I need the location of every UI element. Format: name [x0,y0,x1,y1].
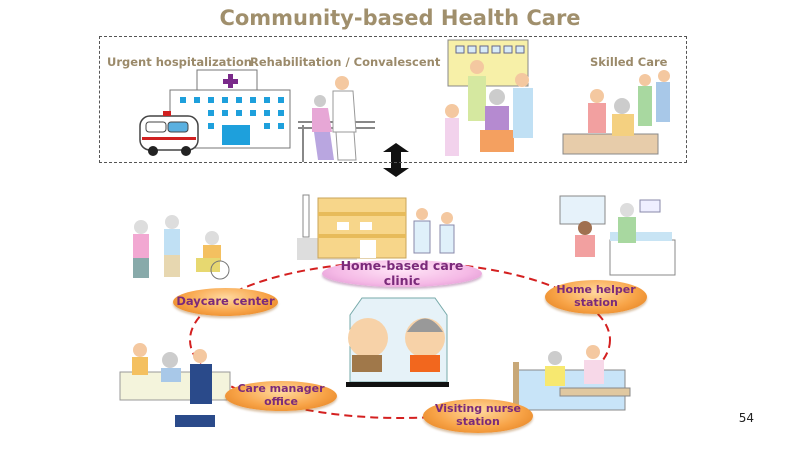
care-manager-visit-icon [119,343,231,427]
page-number: 54 [738,411,754,425]
label-skilled-care: Skilled Care [590,55,668,69]
daycare-center-node: Daycare center [173,288,278,316]
double-arrow-icon [383,143,409,177]
home-based-care-clinic-node: Home-based care clinic [322,258,482,288]
label-rehabilitation: Rehabilitation / Convalescent [250,55,441,69]
visiting-nurse-label-line2: station [456,415,500,428]
home-helper-room-icon [559,195,676,276]
care-facility-icon [445,39,533,156]
daycare-center-label: Daycare center [176,294,275,309]
care-manager-office-node: Care manager office [225,381,337,411]
visiting-nurse-label-line1: Visiting nurse [434,402,522,416]
clinic-building-icon [297,194,455,260]
home-based-care-clinic-label: Home-based care clinic [340,258,464,288]
slide-title: Community-based Health Care [219,6,581,30]
visiting-nurse-icon [513,345,631,417]
elderly-couple-home-icon [346,297,449,387]
visiting-nurse-station-node: Visiting nurse station [423,399,533,433]
rehabilitation-figures-icon [298,76,375,162]
network-ring [189,261,611,419]
ambulance-icon [139,111,199,156]
care-manager-office-label: Care manager office [237,382,325,408]
home-helper-station-node: Home helper station [545,280,647,314]
daycare-exercise-icon [133,215,230,280]
home-helper-label-line2: station [574,296,618,309]
hospital-icon [169,69,291,149]
facility-services-box [99,36,687,163]
home-helper-label-line1: Home helper [556,283,636,297]
label-urgent-hospitalization: Urgent hospitalization [107,55,252,69]
skilled-care-icon [562,70,670,155]
